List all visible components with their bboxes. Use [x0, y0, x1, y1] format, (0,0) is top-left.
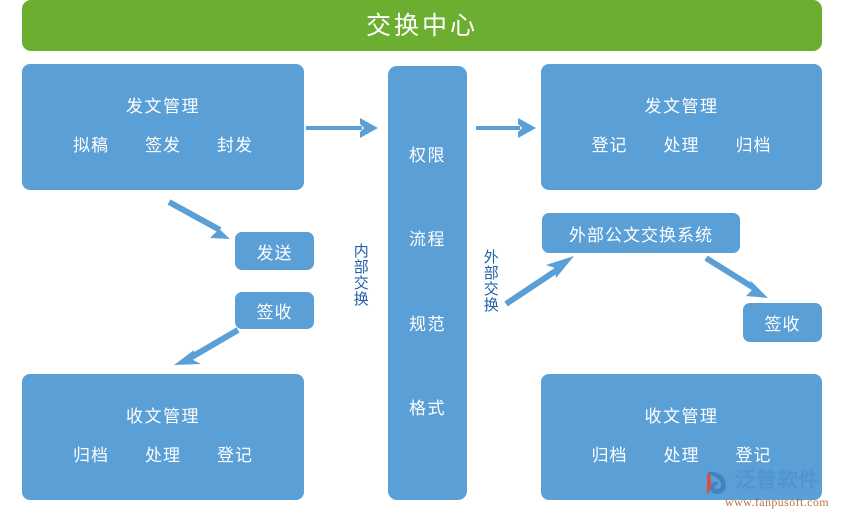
step-item[interactable]: 处理	[145, 446, 181, 466]
arrow-down-left-icon	[174, 327, 240, 365]
module-incoming-left[interactable]: 收文管理 归档 处理 登记	[22, 374, 304, 500]
module-outgoing-left-steps: 拟稿 签发 封发	[55, 138, 271, 155]
pill-external-document-exchange-system[interactable]: 外部公文交换系统	[542, 213, 740, 253]
center-item-standard[interactable]: 规范	[409, 314, 446, 335]
arrow-down-right-icon	[167, 199, 230, 239]
label-external-exchange: 外部交换	[481, 249, 500, 313]
center-item-format[interactable]: 格式	[409, 399, 446, 420]
module-incoming-right-title: 收文管理	[644, 407, 719, 427]
module-incoming-right[interactable]: 收文管理 归档 处理 登记	[541, 374, 822, 500]
step-item[interactable]: 处理	[663, 136, 700, 156]
module-outgoing-left[interactable]: 发文管理 拟稿 签发 封发	[22, 64, 304, 190]
step-item[interactable]: 归档	[73, 446, 109, 466]
arrow-down-right-icon	[704, 255, 768, 298]
center-column-exchange-rules[interactable]: 权限 流程 规范 格式	[388, 66, 467, 500]
arrow-up-right-icon	[504, 256, 574, 307]
step-item[interactable]: 拟稿	[73, 136, 109, 156]
module-incoming-left-steps: 归档 处理 登记	[55, 448, 271, 465]
step-item[interactable]: 归档	[735, 136, 772, 156]
brand-logo-icon	[707, 471, 726, 494]
pill-sign-receipt[interactable]: 签收	[743, 303, 822, 342]
page-title: 交换中心	[365, 11, 478, 40]
step-item[interactable]: 处理	[663, 446, 700, 466]
watermark: 泛普软件 www.fanpusoft.com	[705, 470, 845, 516]
step-item[interactable]: 登记	[591, 136, 628, 156]
arrow-right-icon	[476, 118, 536, 138]
pill-receive[interactable]: 签收	[235, 292, 314, 329]
header-exchange-center: 交换中心	[22, 0, 822, 51]
step-item[interactable]: 封发	[217, 136, 253, 156]
step-item[interactable]: 登记	[735, 446, 772, 466]
step-item[interactable]: 签发	[145, 136, 181, 156]
step-item[interactable]: 登记	[217, 446, 253, 466]
module-outgoing-right[interactable]: 发文管理 登记 处理 归档	[541, 64, 822, 190]
watermark-url: www.fanpusoft.com	[725, 495, 830, 509]
watermark-brand-name: 泛普软件	[735, 468, 819, 492]
module-outgoing-right-title: 发文管理	[644, 97, 719, 117]
arrow-right-icon	[306, 118, 378, 138]
module-outgoing-left-title: 发文管理	[126, 97, 200, 117]
step-item[interactable]: 归档	[591, 446, 628, 466]
module-incoming-right-steps: 归档 处理 登记	[574, 448, 790, 465]
module-outgoing-right-steps: 登记 处理 归档	[574, 138, 790, 155]
center-item-process[interactable]: 流程	[409, 230, 446, 251]
pill-send[interactable]: 发送	[235, 232, 314, 270]
module-incoming-left-title: 收文管理	[126, 407, 200, 427]
center-item-permission[interactable]: 权限	[409, 145, 446, 166]
label-internal-exchange: 内部交换	[351, 243, 370, 307]
